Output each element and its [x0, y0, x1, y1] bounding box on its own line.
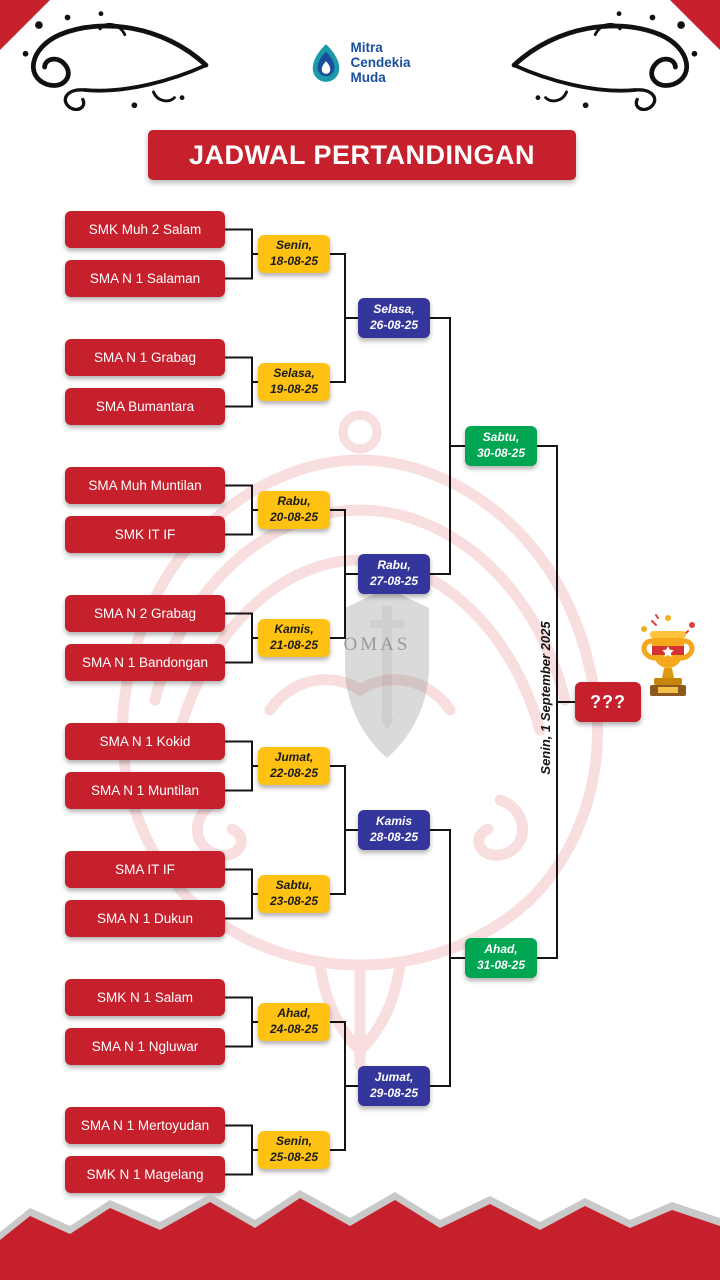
- match-date: 21-08-25: [269, 638, 319, 652]
- match-day: Kamis,: [274, 622, 314, 637]
- match-date: 25-08-25: [269, 1150, 319, 1164]
- round2-date-box: Jumat, 29-08-25: [358, 1066, 430, 1106]
- match-day: Senin,: [275, 1134, 312, 1149]
- match-date: 18-08-25: [269, 254, 319, 268]
- team-box: SMA N 1 Ngluwar: [65, 1028, 225, 1065]
- trophy-icon: [641, 614, 695, 696]
- match-day: Jumat,: [274, 750, 314, 765]
- crest-watermark: [345, 588, 429, 758]
- team-box: SMA IT IF: [65, 851, 225, 888]
- match-day: Senin,: [275, 238, 312, 253]
- round1-date-box: Kamis, 21-08-25: [258, 619, 330, 657]
- semifinal-date-box: Ahad, 31-08-25: [465, 938, 537, 978]
- logo-line-1: Mitra: [350, 40, 383, 55]
- match-date: 30-08-25: [476, 446, 526, 460]
- team-box: SMA Bumantara: [65, 388, 225, 425]
- team-box: SMA N 1 Muntilan: [65, 772, 225, 809]
- match-day: Selasa,: [373, 302, 415, 317]
- match-day: Jumat,: [374, 1070, 414, 1085]
- logo-line-2: Cendekia: [350, 55, 411, 71]
- flourish-ornament-left: [22, 11, 209, 111]
- round2-date-box: Rabu, 27-08-25: [358, 554, 430, 594]
- team-box: SMA N 1 Grabag: [65, 339, 225, 376]
- team-box: SMK N 1 Magelang: [65, 1156, 225, 1193]
- logo-line-3: Muda: [350, 70, 386, 86]
- champion-box: ???: [575, 682, 641, 722]
- round1-date-box: Senin, 25-08-25: [258, 1131, 330, 1169]
- match-day: Rabu,: [277, 494, 311, 509]
- team-box: SMA N 1 Dukun: [65, 900, 225, 937]
- logo: Mitra Cendekia Muda: [0, 40, 720, 85]
- page-title: JADWAL PERTANDINGAN: [148, 130, 576, 180]
- match-day: Sabtu,: [275, 878, 313, 893]
- match-day: Ahad,: [277, 1006, 311, 1021]
- team-box: SMK Muh 2 Salam: [65, 211, 225, 248]
- round1-date-box: Ahad, 24-08-25: [258, 1003, 330, 1041]
- team-box: SMK N 1 Salam: [65, 979, 225, 1016]
- round1-date-box: Rabu, 20-08-25: [258, 491, 330, 529]
- team-box: SMA N 1 Salaman: [65, 260, 225, 297]
- match-date: 28-08-25: [369, 830, 419, 844]
- round1-date-box: Sabtu, 23-08-25: [258, 875, 330, 913]
- team-box: SMA N 2 Grabag: [65, 595, 225, 632]
- team-box: SMK IT IF: [65, 516, 225, 553]
- team-box: SMA Muh Muntilan: [65, 467, 225, 504]
- match-date: 31-08-25: [476, 958, 526, 972]
- logo-wordmark: Mitra Cendekia Muda: [350, 40, 410, 85]
- team-box: SMA N 1 Bandongan: [65, 644, 225, 681]
- final-date-label: Senin, 1 September 2025: [537, 621, 553, 775]
- match-date: 20-08-25: [269, 510, 319, 524]
- round1-date-box: Senin, 18-08-25: [258, 235, 330, 273]
- match-day: Selasa,: [273, 366, 315, 381]
- match-day: Sabtu,: [482, 430, 520, 445]
- match-date: 27-08-25: [369, 574, 419, 588]
- match-date: 26-08-25: [369, 318, 419, 332]
- match-day: Ahad,: [484, 942, 518, 957]
- match-day: Kamis: [375, 814, 413, 829]
- mitra-cendekia-muda-logo-icon: [313, 43, 340, 82]
- match-date: 29-08-25: [369, 1086, 419, 1100]
- match-date: 22-08-25: [269, 766, 319, 780]
- flourish-ornament-right: [511, 11, 698, 111]
- match-date: 24-08-25: [269, 1022, 319, 1036]
- team-box: SMA N 1 Mertoyudan: [65, 1107, 225, 1144]
- semifinal-date-box: Sabtu, 30-08-25: [465, 426, 537, 466]
- team-box: SMA N 1 Kokid: [65, 723, 225, 760]
- match-date: 19-08-25: [269, 382, 319, 396]
- round2-date-box: Kamis 28-08-25: [358, 810, 430, 850]
- round1-date-box: Jumat, 22-08-25: [258, 747, 330, 785]
- round2-date-box: Selasa, 26-08-25: [358, 298, 430, 338]
- match-day: Rabu,: [377, 558, 411, 573]
- watermark-text: OMAS: [343, 634, 411, 655]
- match-date: 23-08-25: [269, 894, 319, 908]
- round1-date-box: Selasa, 19-08-25: [258, 363, 330, 401]
